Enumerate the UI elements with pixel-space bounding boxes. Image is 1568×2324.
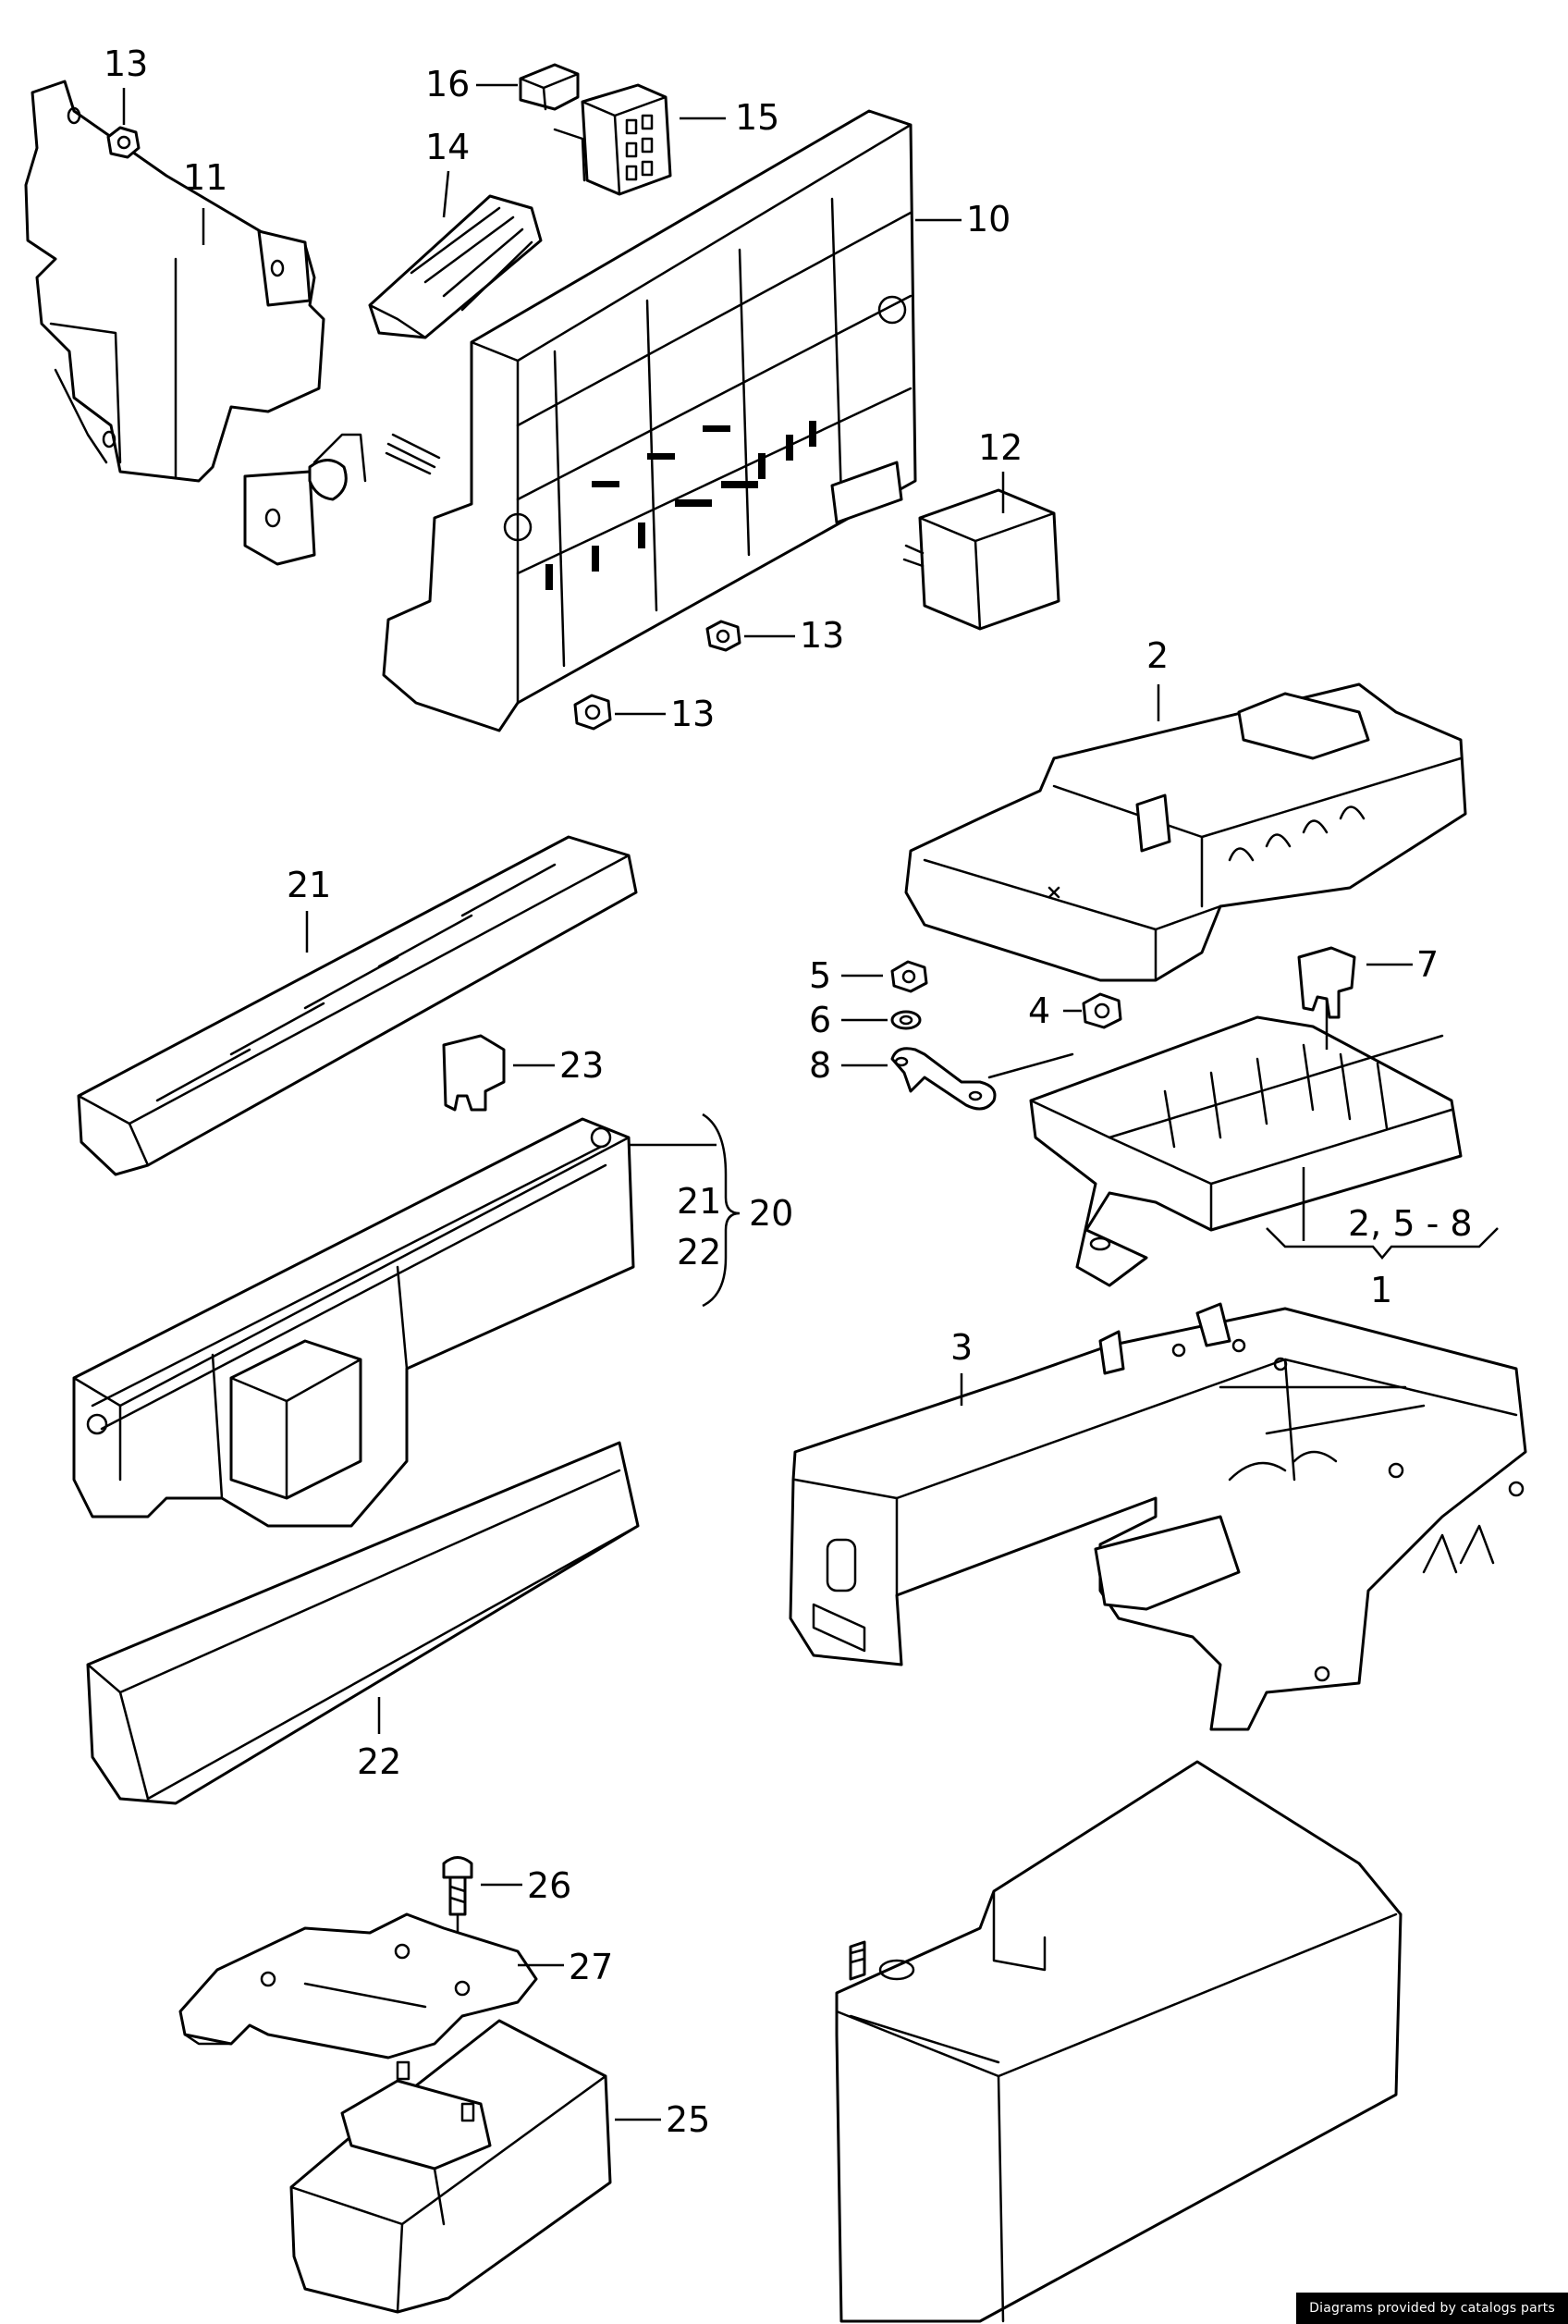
callout-15: 15 <box>735 97 779 138</box>
callout-25: 25 <box>666 2099 710 2140</box>
part-3-holder <box>789 1302 1527 1731</box>
callout-22: 22 <box>677 1232 721 1273</box>
part-27-plate <box>178 1912 538 2060</box>
part-25-module <box>289 2019 612 2314</box>
callout-14: 14 <box>425 127 470 167</box>
part-7-fuse <box>1297 946 1356 1019</box>
part-5-nut <box>890 960 928 993</box>
part-13-nut-c <box>573 694 612 731</box>
callout-5: 5 <box>809 955 831 996</box>
callout-26: 26 <box>527 1865 571 1906</box>
part-13-nut-b <box>705 620 741 652</box>
part-23-fuse <box>442 1034 506 1112</box>
callout-11: 11 <box>183 157 227 198</box>
part-1-fuse-box-base <box>987 1015 1463 1287</box>
part-20-fuse-carrier <box>72 1117 635 1528</box>
part-4-nut <box>1082 992 1122 1029</box>
leader-lines <box>122 83 1499 2121</box>
callout-13: 13 <box>670 694 715 734</box>
credit-badge: Diagrams provided by catalogs parts <box>1296 2293 1568 2324</box>
part-16-relay <box>519 63 580 111</box>
callout-20: 20 <box>749 1193 793 1234</box>
part-10-relay-carrier <box>382 109 917 732</box>
callout-3: 3 <box>950 1327 973 1368</box>
callout-2: 2 <box>1146 635 1169 676</box>
part-2-cover <box>904 682 1467 982</box>
callout-6: 6 <box>809 1000 831 1040</box>
part-11-bracket <box>24 80 441 566</box>
callout-12: 12 <box>978 427 1023 468</box>
callout-21: 21 <box>287 865 331 905</box>
callout-2-5-8: 2, 5 - 8 <box>1348 1203 1473 1244</box>
battery <box>835 1760 1403 2323</box>
callout-22: 22 <box>357 1741 401 1782</box>
part-14-fuse-strip <box>368 194 543 339</box>
callout-13: 13 <box>800 615 844 656</box>
part-13-nut-a <box>106 126 141 159</box>
part-8-lug <box>890 1047 997 1111</box>
part-15-connector <box>553 83 672 196</box>
callout-7: 7 <box>1416 944 1439 985</box>
callout-27: 27 <box>569 1947 613 1987</box>
callout-labels: 13 11 16 15 14 10 12 13 13 2 21 23 21 22… <box>104 43 1473 2140</box>
part-22-tray <box>86 1441 640 1805</box>
callout-21: 21 <box>677 1181 721 1222</box>
callout-10: 10 <box>966 199 1011 240</box>
callout-4: 4 <box>1028 990 1050 1031</box>
part-12-relay <box>902 488 1060 631</box>
callout-16: 16 <box>425 64 470 105</box>
callout-8: 8 <box>809 1045 831 1086</box>
part-6-washer <box>890 1010 922 1030</box>
callout-23: 23 <box>559 1045 604 1086</box>
callout-1: 1 <box>1370 1270 1392 1310</box>
callout-13: 13 <box>104 43 148 84</box>
part-21-fuse-cover <box>77 835 638 1176</box>
